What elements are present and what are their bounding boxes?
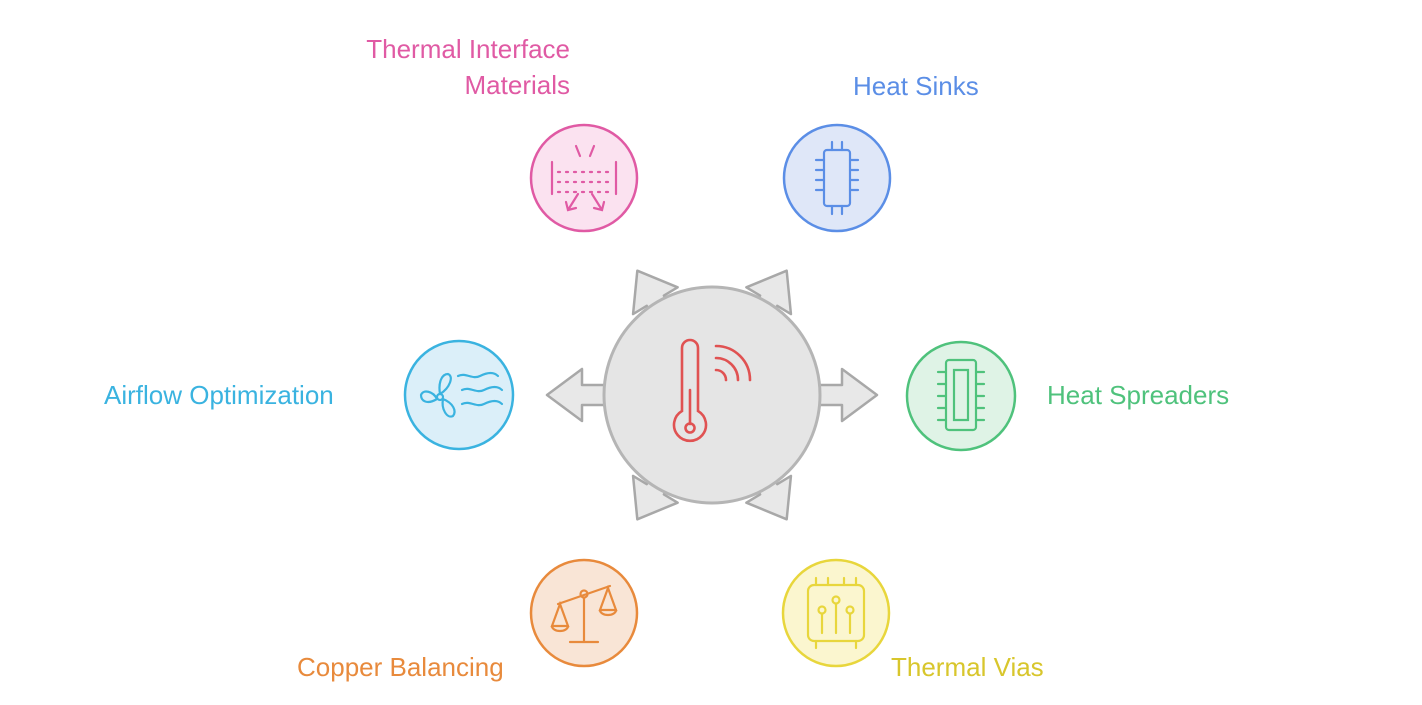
node-thermal-vias	[781, 558, 891, 668]
thermometer-signal-icon	[672, 338, 752, 443]
hub	[602, 285, 822, 505]
label-line: Airflow Optimization	[104, 380, 334, 410]
node-airflow-optimization	[403, 339, 515, 451]
balance-scale-icon	[550, 584, 618, 644]
chip-icon	[814, 140, 860, 216]
node-thermal-interface-materials	[529, 123, 639, 233]
node-heat-sinks	[782, 123, 892, 233]
circuit-board-icon	[806, 576, 866, 650]
memory-module-icon	[936, 358, 986, 432]
label-copper-balancing: Copper Balancing	[297, 649, 504, 685]
label-line: Heat Spreaders	[1047, 380, 1230, 410]
label-line: Thermal Vias	[891, 652, 1044, 682]
label-line: Thermal Interface	[366, 34, 570, 64]
label-airflow-optimization: Airflow Optimization	[104, 377, 334, 413]
heat-transfer-icon	[550, 144, 618, 212]
label-heat-sinks: Heat Sinks	[853, 68, 979, 104]
label-line: Heat Sinks	[853, 71, 979, 101]
label-thermal-vias: Thermal Vias	[891, 649, 1044, 685]
label-thermal-interface-materials: Thermal Interface Materials	[330, 31, 570, 103]
label-line: Copper Balancing	[297, 652, 504, 682]
node-heat-spreaders	[905, 340, 1017, 452]
fan-airflow-icon	[419, 371, 504, 418]
label-line: Materials	[464, 70, 570, 100]
node-copper-balancing	[529, 558, 639, 668]
label-heat-spreaders: Heat Spreaders	[1047, 377, 1229, 413]
